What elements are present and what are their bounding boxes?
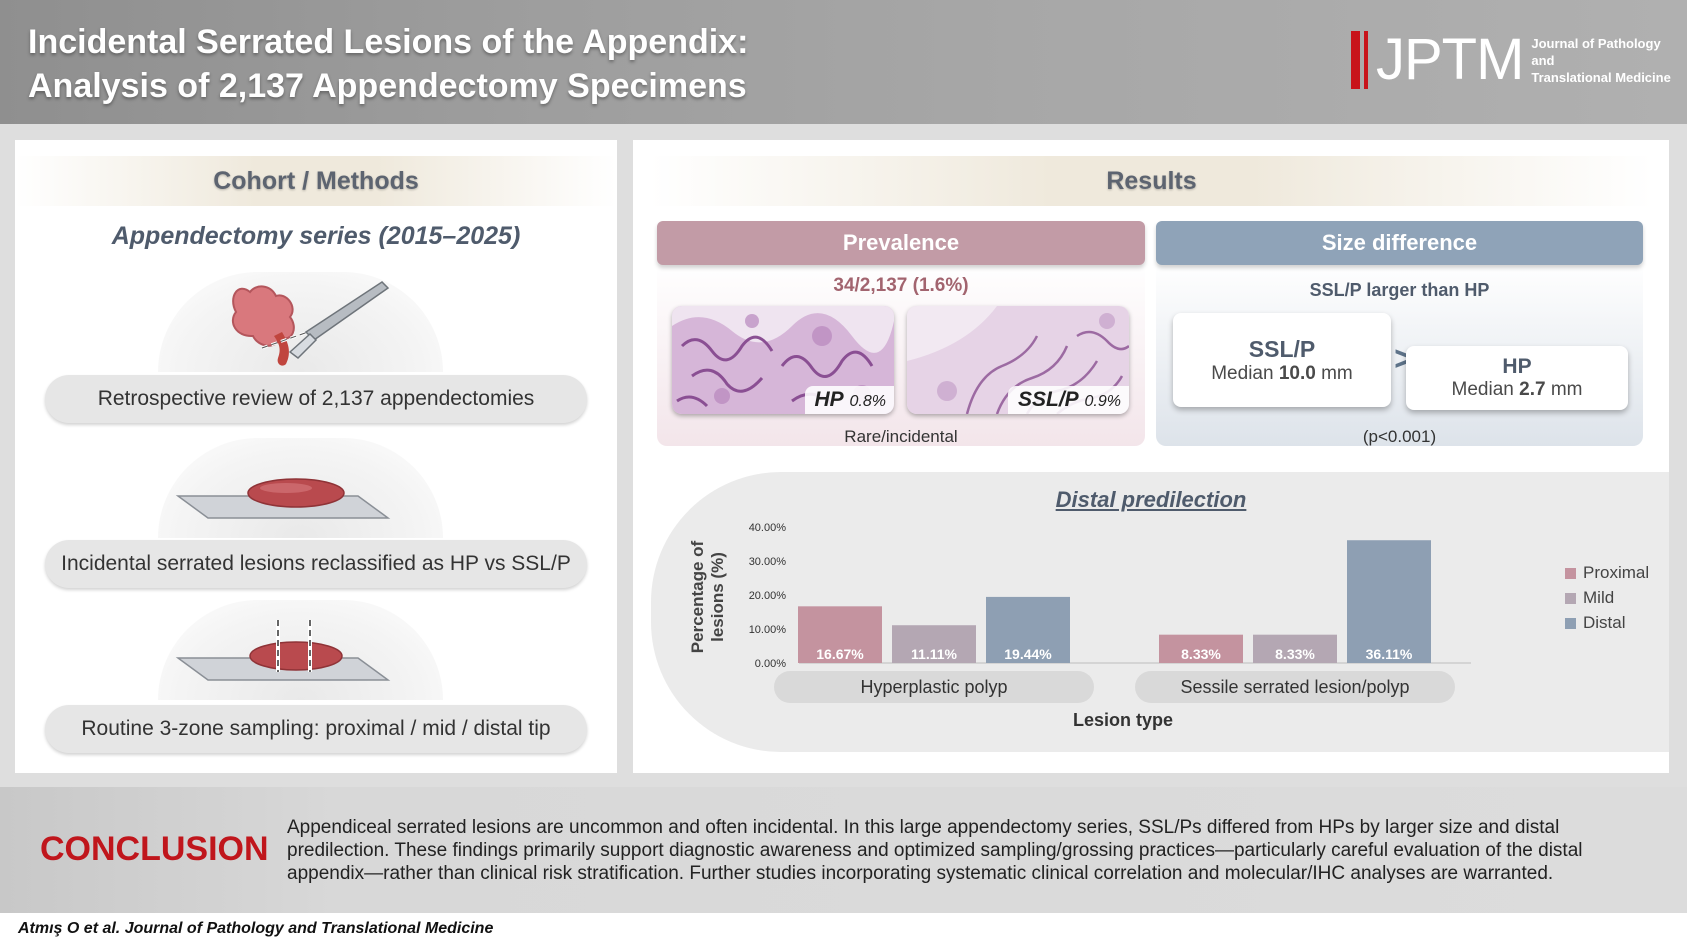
bar-proximal-1: [1159, 634, 1243, 663]
legend-swatch-mild: [1565, 593, 1576, 604]
sslp-histology-image: SSL/P 0.9%: [907, 306, 1129, 414]
size-subtitle: SSL/P larger than HP: [1309, 280, 1490, 300]
hp-size-card: HP Median 2.7 mm: [1406, 346, 1628, 410]
sslp-pct: 0.9%: [1084, 393, 1121, 410]
hp-histology-label: HP 0.8%: [804, 386, 894, 414]
sslp-label: SSL/P: [1018, 388, 1079, 411]
distal-bar-chart: 0.00% 10.00% 20.00% 30.00% 40.00% Percentage …: [688, 522, 1649, 730]
citation: Atmış O et al. Journal of Pathology and …: [18, 920, 494, 937]
specimen-slide-icon: [158, 438, 443, 538]
step-zone-sampling: Routine 3-zone sampling: proximal / mid …: [45, 705, 587, 753]
logo-bar-thin-icon: [1363, 31, 1368, 89]
bar-value-label: 36.11%: [1366, 646, 1413, 662]
size-p-value: (p<0.001): [1362, 427, 1437, 446]
step-retrospective-review: Retrospective review of 2,137 appendecto…: [45, 375, 587, 423]
logo-subtitle: Journal of Pathology and Translational M…: [1531, 35, 1687, 86]
y-axis-label-line-2: lesions (%): [708, 552, 727, 642]
journal-logo: JPTM Journal of Pathology and Translatio…: [1351, 30, 1687, 90]
appendectomy-scalpel-icon: [158, 272, 443, 372]
conclusion-band: [0, 787, 1687, 913]
hp-median-prefix: Median: [1451, 379, 1520, 400]
header-banner: Incidental Serrated Lesions of the Appen…: [0, 0, 1687, 124]
cohort-heading: Cohort / Methods: [15, 156, 617, 206]
logo-subtitle-line-1: Journal of Pathology and: [1531, 35, 1661, 68]
bar-value-label: 8.33%: [1275, 646, 1315, 662]
hp-size-label: HP: [1502, 355, 1532, 378]
sslp-size-median: Median 10.0 mm: [1211, 363, 1353, 385]
hp-histology-image: HP 0.8%: [672, 306, 894, 414]
category-label: Sessile serrated lesion/polyp: [1180, 677, 1409, 697]
x-axis-label: Lesion type: [1073, 710, 1173, 730]
hp-label: HP: [814, 388, 844, 411]
sectioning-specimen-icon: [158, 600, 443, 700]
sslp-size-card: SSL/P Median 10.0 mm: [1173, 313, 1391, 407]
bar-value-label: 19.44%: [1004, 646, 1052, 662]
prevalence-note: Rare/incidental: [844, 427, 958, 446]
sslp-histology-label: SSL/P 0.9%: [1008, 386, 1129, 414]
sslp-median-value: 10.0: [1278, 362, 1316, 384]
prevalence-total: 34/2,137 (1.6%): [833, 275, 969, 296]
category-pill: [1135, 671, 1455, 703]
legend-label-proximal: Proximal: [1583, 563, 1649, 582]
legend-label-mild: Mild: [1583, 588, 1614, 607]
results-heading: Results: [650, 156, 1653, 206]
sslp-size-label: SSL/P: [1248, 335, 1316, 362]
conclusion-title: CONCLUSION: [40, 830, 269, 868]
sslp-median-prefix: Median: [1211, 362, 1279, 384]
distal-title: Distal predilection: [1055, 487, 1247, 512]
series-title: Appendectomy series (2015–2025): [111, 222, 521, 250]
category-label: Hyperplastic polyp: [860, 677, 1007, 697]
step-reclassification: Incidental serrated lesions reclassified…: [45, 540, 587, 588]
y-tick-label: 10.00%: [749, 624, 787, 636]
logo-bar-icon: [1351, 31, 1360, 89]
conclusion-text: Appendiceal serrated lesions are uncommo…: [287, 817, 1583, 884]
logo-subtitle-line-2: Translational Medicine: [1531, 69, 1671, 85]
legend-label-distal: Distal: [1583, 613, 1626, 632]
bar-value-label: 11.11%: [911, 646, 957, 662]
prevalence-header: Prevalence: [657, 221, 1145, 265]
bar-value-label: 16.67%: [816, 646, 864, 662]
bar-distal-0: [986, 596, 1070, 663]
size-difference-header: Size difference: [1156, 221, 1643, 265]
bar-mild-0: [892, 625, 976, 663]
legend-swatch-distal: [1565, 618, 1576, 629]
y-tick-label: 30.00%: [749, 556, 787, 568]
hp-pct: 0.8%: [849, 393, 886, 410]
title-line-2: Analysis of 2,137 Appendectomy Specimens: [28, 67, 747, 105]
hp-size-median: Median 2.7 mm: [1452, 379, 1583, 401]
logo-text: JPTM: [1375, 27, 1524, 92]
bar-value-label: 8.33%: [1181, 646, 1221, 662]
page-title: Incidental Serrated Lesions of the Appen…: [28, 20, 748, 108]
hp-median-value: 2.7: [1519, 379, 1546, 400]
hp-median-unit: mm: [1545, 379, 1583, 400]
y-tick-label: 40.00%: [749, 522, 787, 534]
hp-histology-icon: [672, 306, 894, 414]
title-line-1: Incidental Serrated Lesions of the Appen…: [28, 23, 749, 61]
bar-distal-1: [1347, 540, 1431, 663]
sslp-median-unit: mm: [1315, 362, 1353, 384]
y-tick-label: 0.00%: [755, 658, 786, 670]
category-pill: [774, 671, 1094, 703]
bar-proximal-0: [798, 606, 882, 663]
y-tick-label: 20.00%: [749, 590, 787, 602]
bar-mild-1: [1253, 634, 1337, 663]
results-content: Prevalence 34/2,137 (1.6%) HP 0.8%: [633, 140, 1669, 773]
y-axis-label-line-1: Percentage of: [688, 540, 707, 653]
legend-swatch-proximal: [1565, 568, 1576, 579]
